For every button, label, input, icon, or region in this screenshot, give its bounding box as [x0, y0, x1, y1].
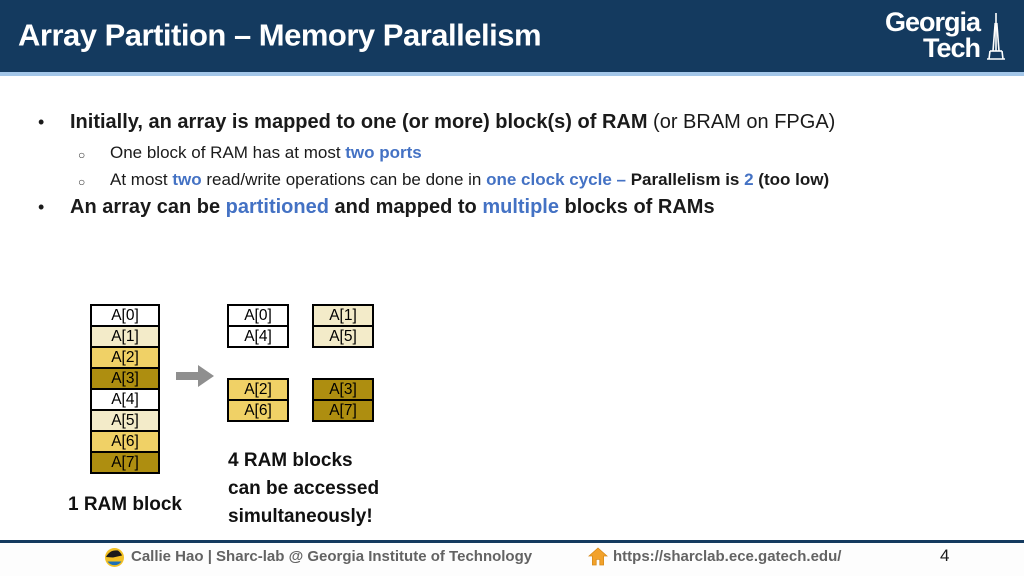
ram-block-cell: A[1] — [312, 304, 374, 327]
ram-block-3: A[3] A[7] — [312, 378, 374, 422]
gt-tower-icon — [987, 13, 1005, 60]
ram-block-label: 1 RAM block — [67, 494, 183, 515]
ram-block-cell: A[2] — [227, 378, 289, 401]
bullet-2-text: An array can be partitioned and mapped t… — [70, 196, 715, 218]
bullet-item-1: • Initially, an array is mapped to one (… — [0, 108, 835, 136]
sub-bullet-marker: ○ — [78, 175, 86, 189]
ram-block-0: A[0] A[4] — [227, 304, 289, 348]
title-bar: Array Partition – Memory Parallelism Geo… — [0, 0, 1024, 76]
page-title: Array Partition – Memory Parallelism — [18, 17, 542, 53]
array-ram-column: A[0] A[1] A[2] A[3] A[4] A[5] A[6] A[7] — [90, 304, 160, 474]
ram-block-cell: A[6] — [227, 399, 289, 422]
sub-bullet-2-text: At most two read/write operations can be… — [110, 170, 830, 189]
georgia-tech-logo-text: Georgia Tech — [884, 7, 981, 63]
footer-url: https://sharclab.ece.gatech.edu/ — [613, 548, 842, 565]
bullet-marker: • — [38, 197, 45, 217]
array-cell: A[7] — [90, 451, 160, 474]
array-cell: A[3] — [90, 367, 160, 390]
array-cell: A[6] — [90, 430, 160, 453]
array-cell: A[2] — [90, 346, 160, 369]
home-icon — [588, 547, 608, 566]
ram-block-cell: A[4] — [227, 325, 289, 348]
footer: Callie Hao | Sharc-lab @ Georgia Institu… — [0, 543, 1024, 576]
logo-line-georgia: Georgia — [884, 7, 981, 37]
footer-author: Callie Hao | Sharc-lab @ Georgia Institu… — [131, 548, 533, 565]
sub-bullet-1-text: One block of RAM has at most two ports — [110, 143, 422, 162]
sub-bullet-1: ○ One block of RAM has at most two ports — [0, 140, 422, 166]
sub-bullet-2: ○ At most two read/write operations can … — [0, 167, 829, 193]
georgia-tech-logo: Georgia Tech — [885, 9, 1008, 69]
footer-divider — [0, 540, 1024, 543]
bullet-1-text: Initially, an array is mapped to one (or… — [70, 111, 836, 133]
ram-block-1: A[1] A[5] — [312, 304, 374, 348]
array-cell: A[0] — [90, 304, 160, 327]
arrow-right-icon — [176, 365, 214, 387]
sub-bullet-marker: ○ — [78, 148, 86, 162]
bullet-marker: • — [38, 112, 45, 132]
array-cell: A[1] — [90, 325, 160, 348]
bullet-item-2: • An array can be partitioned and mapped… — [0, 193, 715, 221]
logo-line-tech: Tech — [922, 33, 981, 63]
ram-block-cell: A[3] — [312, 378, 374, 401]
ram-block-2: A[2] A[6] — [227, 378, 289, 422]
parallel-access-label: 4 RAM blocks can be accessed simultaneou… — [228, 450, 380, 527]
ram-block-cell: A[0] — [227, 304, 289, 327]
ram-block-cell: A[5] — [312, 325, 374, 348]
ram-block-cell: A[7] — [312, 399, 374, 422]
sharclab-logo-icon — [105, 548, 124, 567]
page-number: 4 — [940, 546, 950, 565]
array-cell: A[5] — [90, 409, 160, 432]
array-cell: A[4] — [90, 388, 160, 411]
